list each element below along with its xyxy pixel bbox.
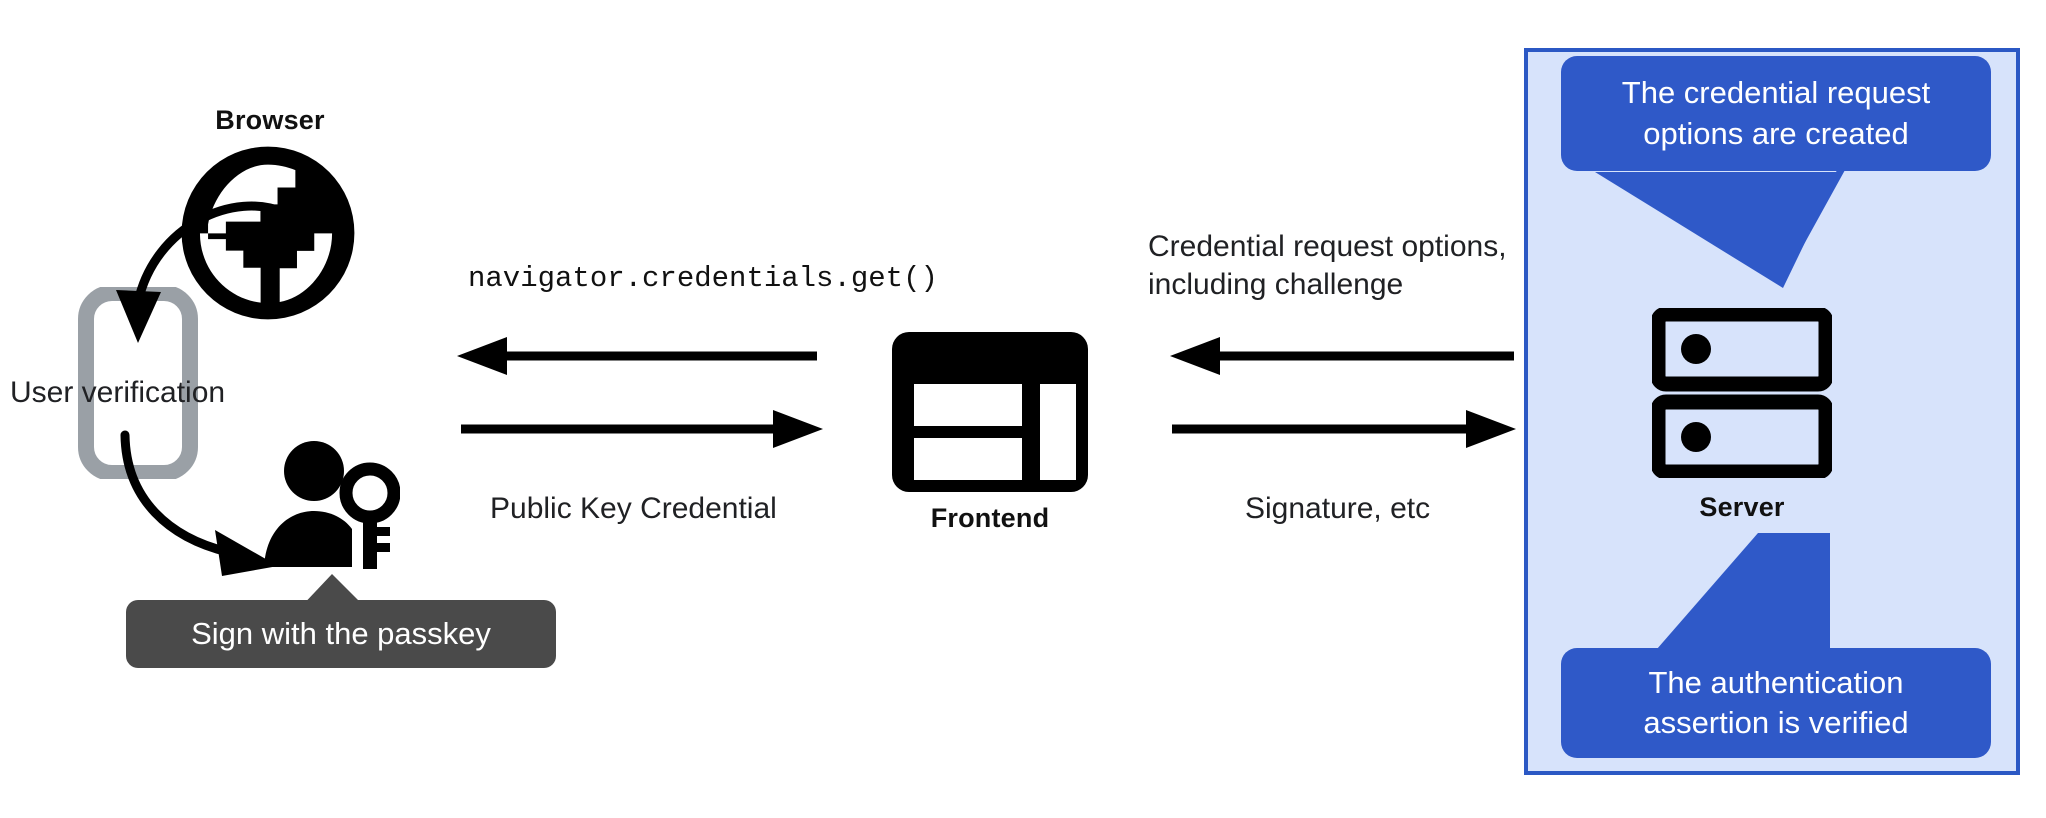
sign-with-passkey-callout: Sign with the passkey — [126, 600, 556, 668]
globe-icon — [178, 143, 358, 323]
browser-label: Browser — [215, 105, 325, 135]
user-verification-label: User verification — [10, 376, 226, 409]
user-with-key-icon — [260, 435, 400, 575]
server-label: Server — [1699, 492, 1785, 522]
server-to-frontend-arrow — [1170, 337, 1514, 375]
options-created-text: The credential request options are creat… — [1621, 75, 1931, 151]
browser-to-frontend-arrow — [461, 410, 823, 448]
signature-etc-label: Signature, etc — [1245, 492, 1431, 525]
assertion-verified-text: The authentication assertion is verified — [1643, 664, 1909, 740]
browser-to-phone-arrow — [116, 201, 290, 343]
assertion-verified-callout-tail — [1650, 533, 1830, 657]
navigator-get-label: navigator.credentials.get() — [468, 262, 938, 295]
options-created-callout: The credential request options are creat… — [1561, 56, 1991, 171]
credential-request-options-label: Credential request options, including ch… — [1148, 230, 1507, 302]
sign-with-passkey-text: Sign with the passkey — [191, 616, 491, 651]
public-key-credential-label: Public Key Credential — [490, 492, 777, 525]
server-rack-icon — [1652, 308, 1832, 478]
frontend-to-server-arrow — [1172, 410, 1516, 448]
options-created-callout-tail — [1595, 170, 1845, 288]
phone-to-user-arrow — [120, 430, 278, 576]
frontend-label: Frontend — [930, 503, 1050, 533]
assertion-verified-callout: The authentication assertion is verified — [1561, 648, 1991, 758]
frontend-window-icon — [892, 332, 1088, 492]
frontend-to-browser-arrow — [457, 337, 817, 375]
